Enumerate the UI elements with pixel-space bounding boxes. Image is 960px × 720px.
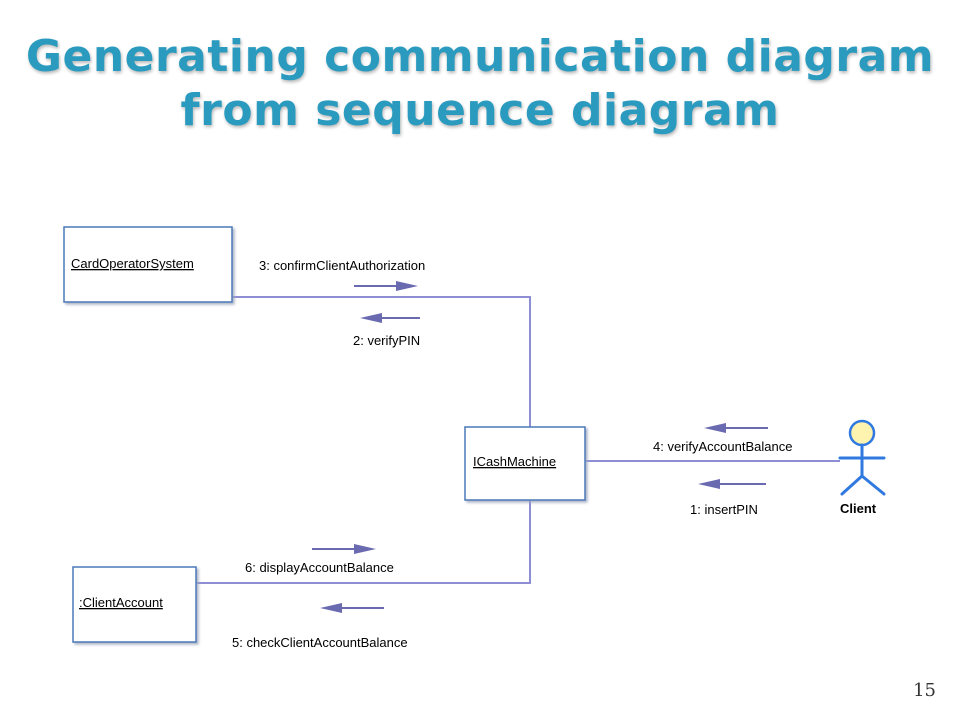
message-label-6: 6: displayAccountBalance bbox=[245, 560, 394, 575]
object-card-operator-system[interactable]: CardOperatorSystem bbox=[63, 226, 233, 303]
actor-label: Client bbox=[840, 501, 877, 516]
message-label-2: 2: verifyPIN bbox=[353, 333, 420, 348]
title-line-2: from sequence diagram bbox=[180, 85, 780, 136]
link-cardoperator-cashmachine bbox=[232, 296, 531, 427]
object-icashmachine[interactable]: ICashMachine bbox=[464, 426, 586, 501]
actor-client[interactable]: Client bbox=[838, 419, 886, 516]
title-line-1: Generating communication diagram bbox=[25, 31, 935, 82]
message-arrow-5 bbox=[320, 603, 384, 613]
message-arrow-1 bbox=[698, 479, 766, 489]
message-arrow-2 bbox=[360, 313, 420, 323]
actor-figure bbox=[838, 443, 886, 496]
message-arrow-3 bbox=[354, 281, 418, 291]
object-client-account[interactable]: :ClientAccount bbox=[72, 566, 197, 643]
object-label: :ClientAccount bbox=[79, 595, 163, 610]
page-number: 15 bbox=[913, 680, 936, 701]
message-label-3: 3: confirmClientAuthorization bbox=[259, 258, 425, 273]
link-cashmachine-clientaccount bbox=[196, 500, 531, 584]
object-label: CardOperatorSystem bbox=[71, 256, 194, 271]
message-label-1: 1: insertPIN bbox=[690, 502, 758, 517]
slide-title: Generating communication diagram from se… bbox=[0, 30, 960, 138]
message-label-5: 5: checkClientAccountBalance bbox=[232, 635, 408, 650]
object-label: ICashMachine bbox=[473, 454, 556, 469]
actor-head bbox=[848, 419, 876, 447]
message-arrow-6 bbox=[312, 544, 376, 554]
message-arrow-4 bbox=[704, 423, 768, 433]
message-label-4: 4: verifyAccountBalance bbox=[653, 439, 792, 454]
